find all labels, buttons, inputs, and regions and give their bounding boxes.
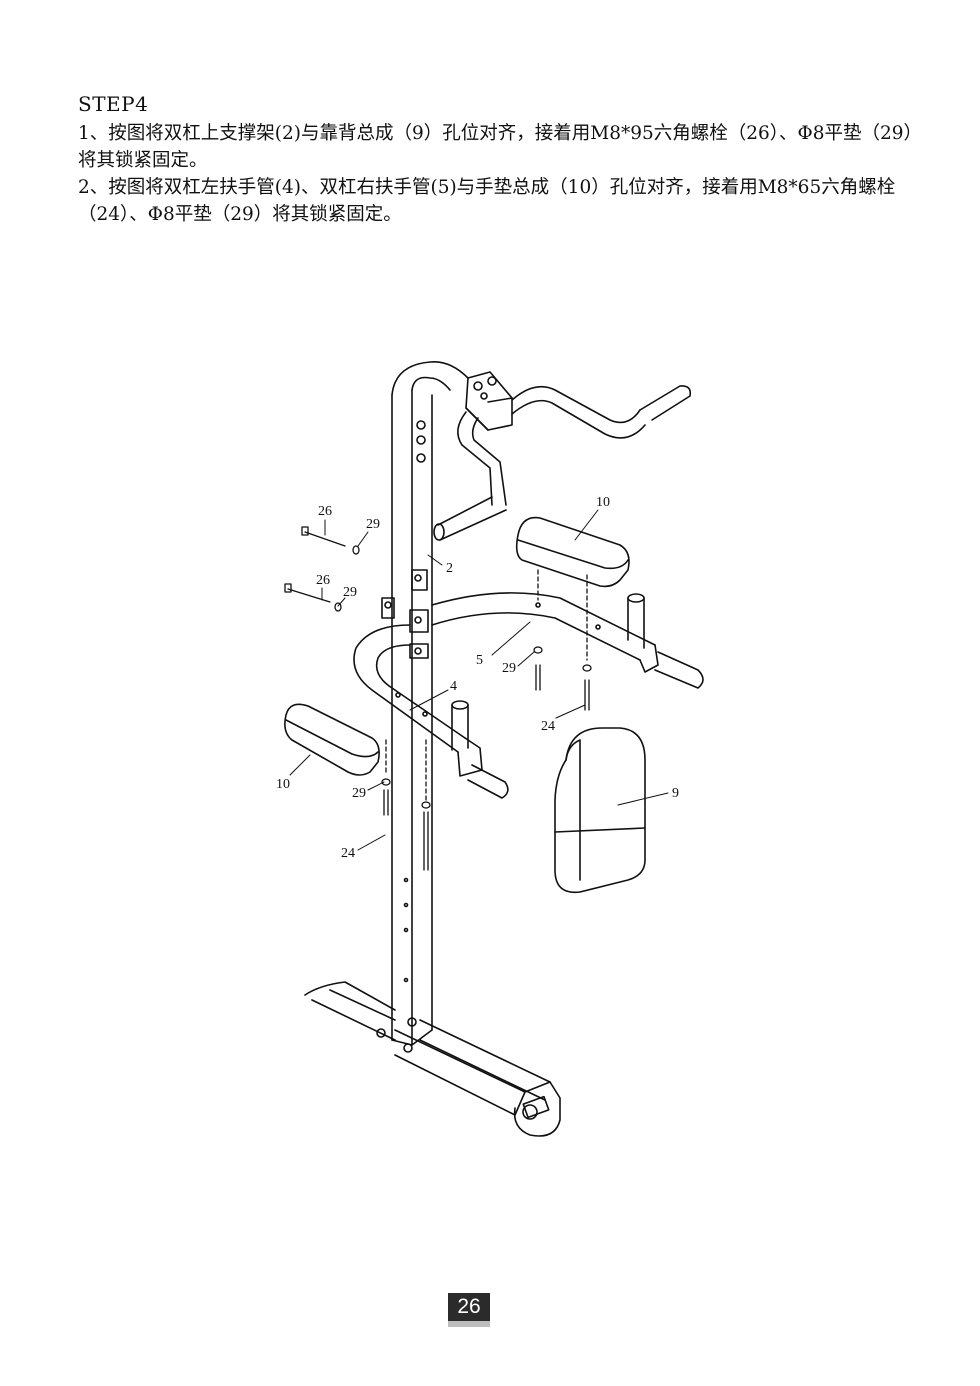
leader-lines xyxy=(289,509,669,851)
instruction-step-1: 1、按图将双杠上支撑架(2)与靠背总成（9）孔位对齐，接着用M8*95六角螺栓（… xyxy=(78,123,913,171)
left-arm-tube xyxy=(353,624,509,799)
label-washer-lower: 29 xyxy=(343,585,357,600)
label-bolt-left: 24 xyxy=(341,846,355,861)
left-arm-pad xyxy=(284,703,380,776)
label-left-arm: 4 xyxy=(450,679,457,694)
label-washer-right: 29 xyxy=(502,661,516,676)
label-backrest: 9 xyxy=(672,786,679,801)
right-arm-pad xyxy=(515,516,630,588)
page-number: 26 xyxy=(448,1293,490,1321)
label-bolt-upper: 26 xyxy=(318,504,332,519)
top-handle xyxy=(433,371,692,541)
fasteners xyxy=(284,526,592,871)
base-bar-left xyxy=(304,981,396,1041)
mid-brackets xyxy=(381,569,429,659)
upright-column xyxy=(376,361,469,1053)
label-right-pad: 10 xyxy=(596,495,610,510)
step-title: STEP4 xyxy=(78,92,149,116)
label-bolt-lower: 26 xyxy=(316,573,330,588)
part-labels: 26 29 26 29 2 10 5 29 24 4 10 29 24 9 xyxy=(276,495,679,861)
label-support-frame: 2 xyxy=(446,561,453,576)
backrest-pad xyxy=(554,727,646,894)
label-left-pad: 10 xyxy=(276,777,290,792)
instruction-step-2: 2、按图将双杠左扶手管(4)、双杠右扶手管(5)与手垫总成（10）孔位对齐，接着… xyxy=(78,177,896,225)
label-washer-upper: 29 xyxy=(366,517,380,532)
right-arm-tube xyxy=(431,592,704,689)
label-right-arm: 5 xyxy=(476,653,483,668)
label-bolt-right: 24 xyxy=(541,719,555,734)
label-washer-left: 29 xyxy=(352,786,366,801)
page-number-underline xyxy=(448,1321,490,1327)
base-bar-right xyxy=(394,1019,561,1137)
